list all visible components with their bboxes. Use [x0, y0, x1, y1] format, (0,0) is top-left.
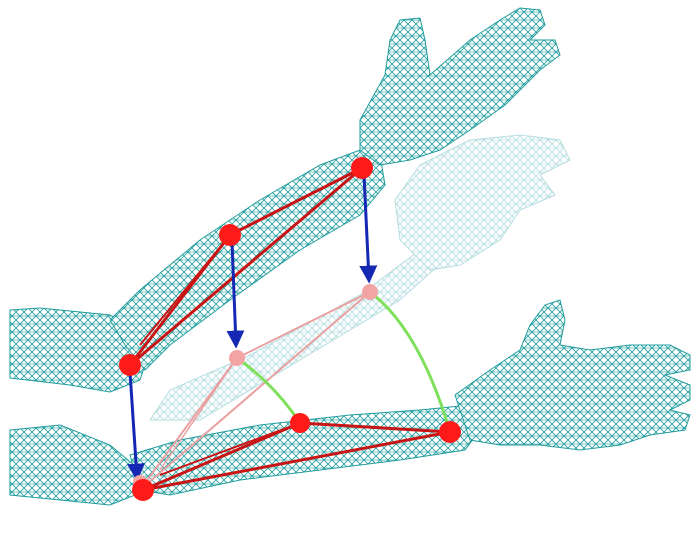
lower-joint-wrist — [439, 421, 461, 443]
ghost-joint-1 — [229, 350, 245, 366]
ghost-joint-2 — [362, 284, 378, 300]
lower-hand — [455, 300, 690, 450]
lower-joint-mid — [290, 413, 310, 433]
upper-joint-elbow — [119, 354, 141, 376]
lower-upper-arm-segment — [10, 425, 140, 505]
upper-joint-wrist — [351, 157, 373, 179]
upper-joint-mid — [219, 224, 241, 246]
lower-joint-elbow — [132, 479, 154, 501]
